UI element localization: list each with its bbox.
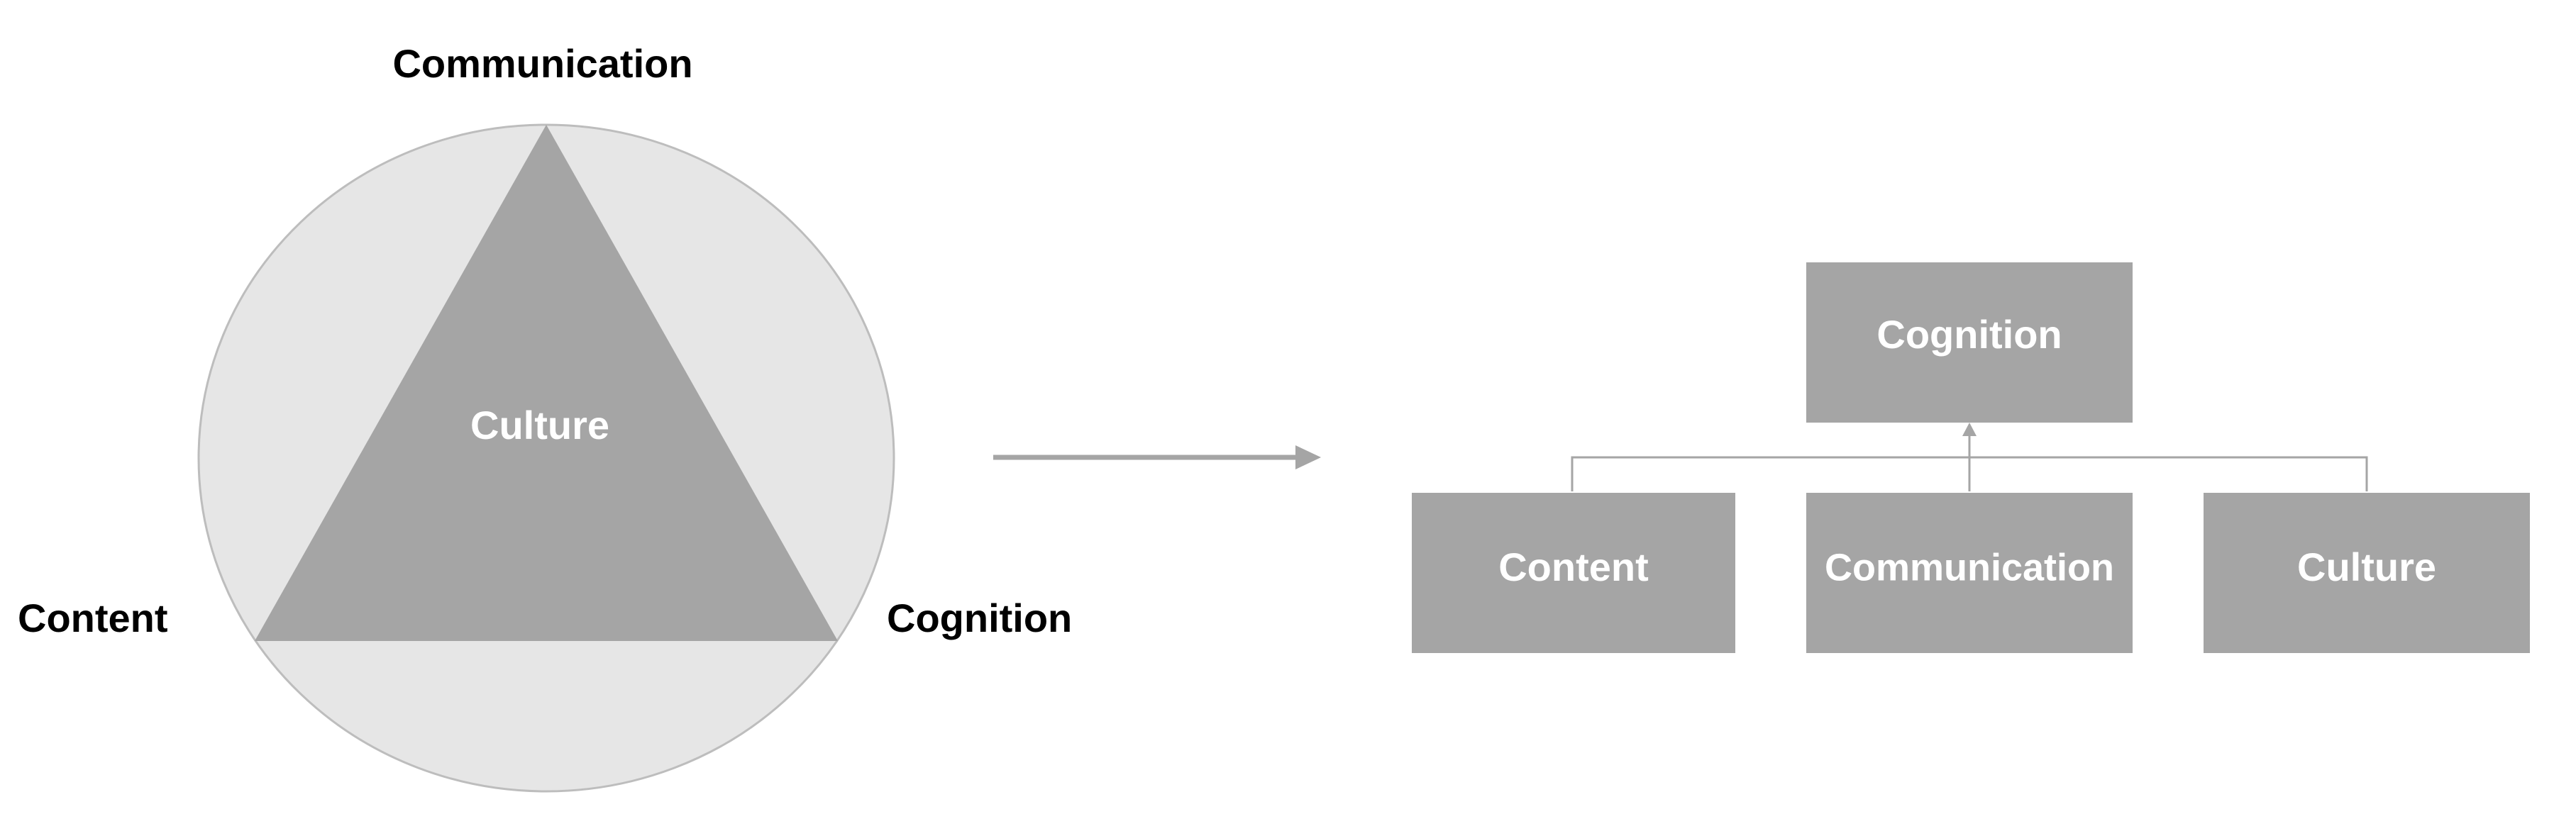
triangle-top-label: Communication bbox=[392, 41, 692, 86]
bottom-box-rect bbox=[2204, 493, 2530, 653]
transition-arrow bbox=[993, 445, 1321, 469]
integrated-model: Culture Communication Content Cognition bbox=[18, 41, 1072, 793]
top-box-rect bbox=[1806, 262, 2133, 423]
inner-triangle bbox=[255, 125, 838, 641]
triangle-left-label: Content bbox=[18, 596, 168, 640]
hierarchy-connectors bbox=[1571, 423, 2368, 491]
hierarchy-bottom-box: Culture bbox=[2204, 493, 2530, 653]
bottom-box-label: Content bbox=[1498, 545, 1649, 589]
top-box-label: Cognition bbox=[1876, 312, 2062, 357]
triangle-right-label: Cognition bbox=[887, 596, 1072, 640]
hierarchy-chart: Cognition Content Communication Culture bbox=[1412, 262, 2530, 653]
bottom-box-rect bbox=[1806, 493, 2133, 653]
triangle-center-label: Culture bbox=[470, 403, 609, 447]
hierarchy-bottom-box: Content bbox=[1412, 493, 1735, 653]
bottom-box-rect bbox=[1412, 493, 1735, 653]
bottom-box-label: Culture bbox=[2297, 545, 2436, 589]
bottom-box-label: Communication bbox=[1825, 546, 2114, 589]
arrow-head-icon bbox=[1295, 445, 1321, 469]
hierarchy-bottom-box: Communication bbox=[1806, 493, 2133, 653]
connector-arrowhead-icon bbox=[1962, 423, 1977, 436]
hierarchy-top-box: Cognition bbox=[1806, 262, 2133, 423]
